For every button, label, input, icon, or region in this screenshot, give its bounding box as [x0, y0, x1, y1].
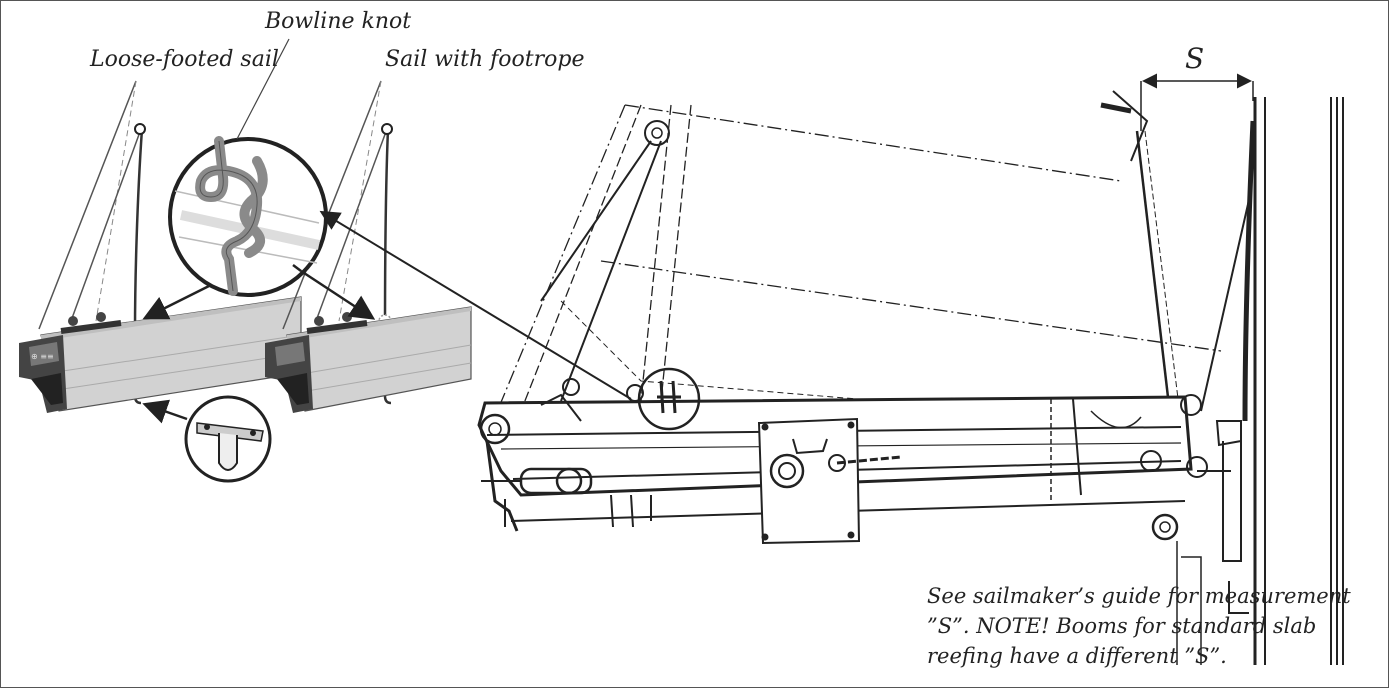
measurement-note: See sailmaker’s guide for measurement ”S…	[927, 581, 1367, 671]
label-sail-with-footrope: Sail with footrope	[385, 47, 585, 72]
note-line: reefing have a different ”S”.	[927, 644, 1227, 668]
label-bowline-knot: Bowline knot	[265, 9, 412, 34]
hook-fitting-icon	[142, 395, 272, 483]
label-measurement-s: S	[1185, 42, 1205, 75]
note-line: See sailmaker’s guide for measurement	[927, 584, 1351, 608]
note-line: ”S”. NOTE! Booms for standard slab	[927, 614, 1317, 638]
boom-loose-footed: ⊕ ≡≡	[19, 80, 302, 413]
label-loose-footed-sail: Loose-footed sail	[90, 47, 279, 72]
svg-text:⊕ ≡≡: ⊕ ≡≡	[31, 352, 54, 361]
bowline-knot-detail-icon	[168, 38, 328, 297]
boom-technical-drawing	[477, 81, 1344, 665]
boom-footrope	[265, 80, 472, 413]
